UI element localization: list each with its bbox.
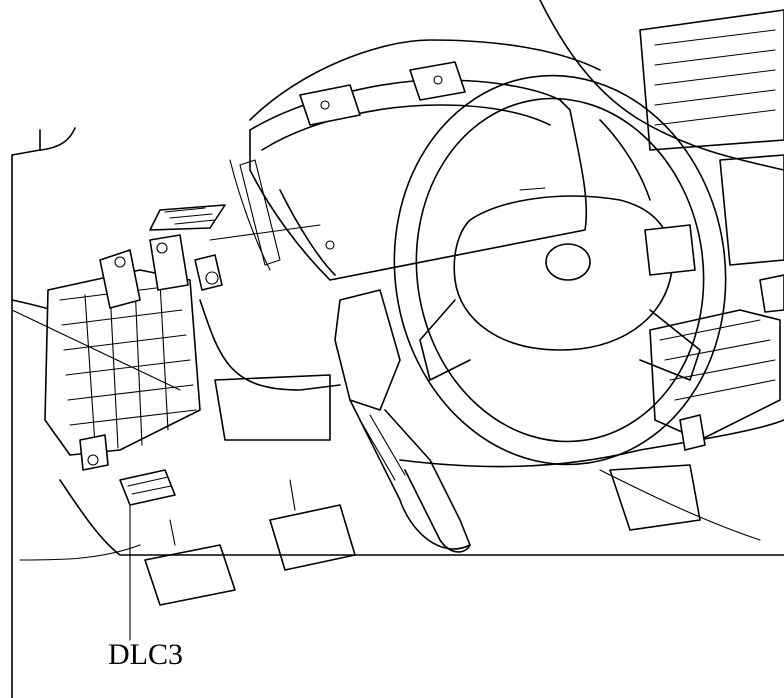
steering-wheel	[393, 74, 727, 466]
junction-block	[44, 234, 223, 471]
instrument-cluster	[229, 61, 588, 281]
right-switch-panel	[639, 9, 784, 451]
dlc3-callout-label: DLC3	[108, 638, 183, 671]
leader-lines	[11, 224, 321, 641]
dlc3-connector	[119, 469, 176, 506]
pedals	[144, 479, 356, 606]
steering-column	[334, 289, 471, 553]
